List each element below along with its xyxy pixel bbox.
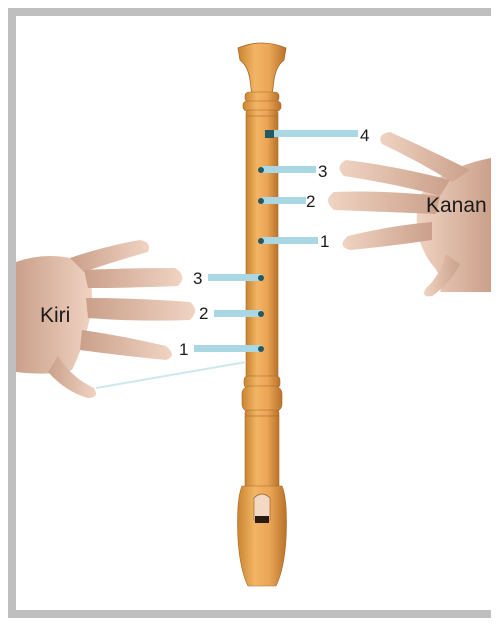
recorder-window [255,516,269,523]
hole-label-right-3: 3 [318,162,327,181]
recorder-head-cap [238,43,286,96]
recorder-body [246,116,278,378]
hole-label-left-3: 3 [193,269,202,288]
finger-hole-2-left [258,311,264,317]
connector-right-3 [262,166,316,173]
left-finger-ring [86,298,195,321]
finger-hole-2-right [258,198,264,204]
recorder-ring [243,101,281,111]
connector-right-4 [268,130,358,137]
right-hole-labels: 4 3 2 1 [306,126,369,251]
right-hand: Kanan [328,132,491,296]
recorder-body-lower [245,416,279,488]
right-finger-ring [328,192,440,215]
left-finger-index [70,240,149,272]
connector-right-1 [262,237,318,244]
hole-label-right-2: 2 [306,192,315,211]
finger-hole-3-right [258,167,264,173]
finger-hole-1-right [258,238,264,244]
recorder-joint [242,386,282,412]
hole-label-left-1: 1 [179,340,188,359]
left-finger-middle [84,268,182,288]
thumb-connector-line [96,362,246,388]
finger-hole-1-left [258,346,264,352]
right-hand-label: Kanan [426,194,487,217]
hole-label-left-2: 2 [199,304,208,323]
hole-label-right-1: 1 [320,232,329,251]
connector-left-3 [208,274,262,281]
connector-left-1 [194,345,262,352]
left-hand: Kiri [16,240,195,398]
left-hand-label: Kiri [40,304,70,327]
connector-right-2 [262,197,306,204]
connector-left-2 [214,310,262,317]
recorder-ring [245,92,279,102]
finger-hole-3-left [258,275,264,281]
right-finger-pinky [342,222,432,250]
hole-label-right-4: 4 [360,126,369,145]
left-finger-pinky [80,330,172,360]
finger-hole-4 [265,130,274,138]
